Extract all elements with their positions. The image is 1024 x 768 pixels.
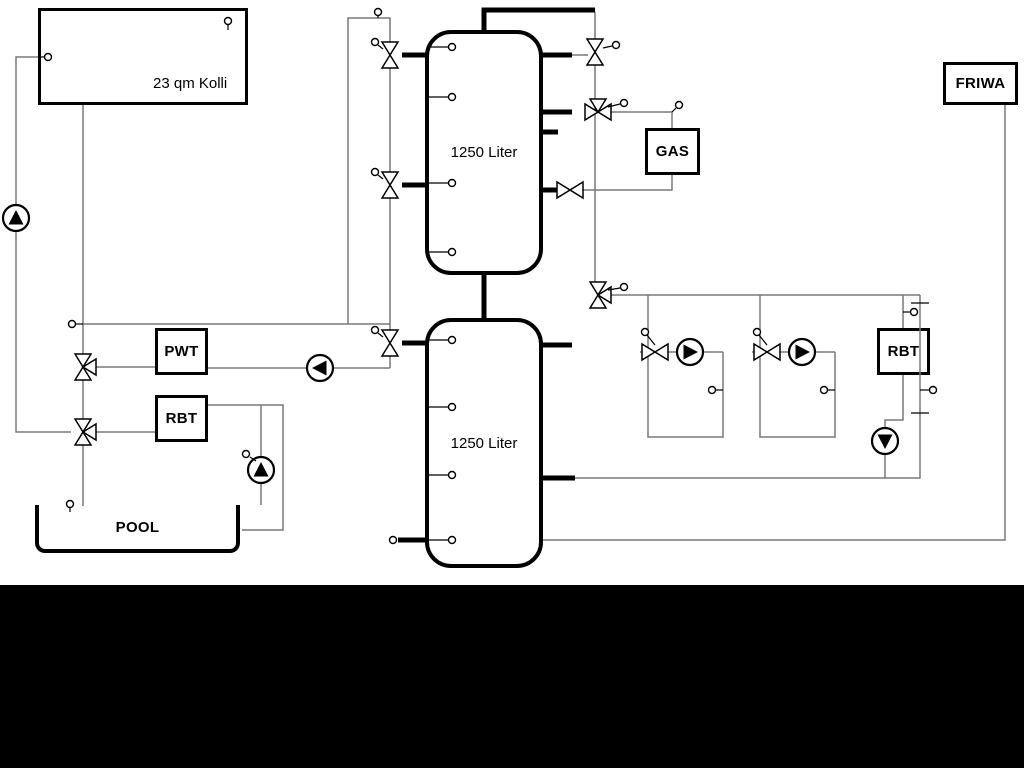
temp-sensor-icon — [607, 98, 629, 108]
temp-sensor-icon — [429, 335, 457, 345]
valve-icon — [381, 329, 399, 357]
pump-right-icon — [675, 337, 705, 367]
temp-sensor-icon — [65, 499, 75, 512]
temp-sensor-icon — [429, 42, 457, 52]
temp-sensor-icon — [370, 167, 384, 180]
pumps — [1, 203, 900, 485]
temp-sensor-icon — [429, 535, 457, 545]
temp-sensor-icon — [388, 535, 398, 545]
pool-label: POOL — [115, 518, 160, 536]
three-way-valve-icon — [589, 281, 612, 309]
temp-sensor-icon — [707, 385, 723, 395]
gas-boiler-box: GAS — [645, 128, 700, 175]
sensors — [38, 7, 938, 545]
motor-valve-icon — [640, 327, 669, 361]
rbt-pool-box: RBT — [155, 395, 208, 442]
temp-sensor-icon — [602, 40, 621, 50]
pump-down-icon — [870, 426, 900, 456]
collector-label: 23 qm Kolli — [153, 75, 228, 92]
rbt-pool-label: RBT — [165, 410, 198, 427]
valves — [74, 38, 781, 446]
valve-icon — [381, 41, 399, 69]
rbt-right-label: RBT — [887, 343, 920, 360]
diagram-canvas: 23 qm Kolli 1250 Liter 1250 Liter GAS FR… — [0, 0, 1024, 585]
temp-sensor-icon — [429, 92, 457, 102]
temp-sensor-icon — [373, 7, 383, 18]
temp-sensor-icon — [429, 402, 457, 412]
letterbox-bottom — [0, 585, 1024, 768]
pump-up-icon — [246, 455, 276, 485]
valve-icon — [381, 171, 399, 199]
solar-collector-box: 23 qm Kolli — [38, 8, 248, 105]
motor-valve-icon — [752, 327, 781, 361]
three-way-valve-icon — [584, 98, 612, 121]
pipes — [15, 12, 1006, 541]
friwa-label: FRIWA — [955, 75, 1006, 92]
buffer-tank-bottom: 1250 Liter — [425, 318, 543, 568]
friwa-box: FRIWA — [943, 62, 1018, 105]
pwt-label: PWT — [164, 343, 199, 360]
valve-icon — [586, 38, 604, 66]
temp-sensor-icon — [920, 385, 938, 395]
pwt-heat-exchanger-box: PWT — [155, 328, 208, 375]
temp-sensor-icon — [903, 307, 919, 317]
temp-sensor-icon — [67, 319, 83, 329]
temp-sensor-icon — [671, 100, 684, 113]
three-way-valve-icon — [74, 418, 97, 446]
pump-up-icon — [1, 203, 31, 233]
tank-bottom-label: 1250 Liter — [450, 434, 518, 452]
main-pipes — [398, 7, 595, 543]
temp-sensor-icon — [607, 282, 629, 292]
temp-sensor-icon — [223, 16, 233, 30]
temp-sensor-icon — [429, 470, 457, 480]
pool-basin: POOL — [35, 505, 240, 553]
tank-top-label: 1250 Liter — [450, 144, 518, 161]
three-way-valve-icon — [74, 353, 97, 381]
pipe-network — [1, 7, 1006, 545]
temp-sensor-icon — [370, 37, 384, 50]
pump-right-icon — [787, 337, 817, 367]
temp-sensor-icon — [38, 52, 53, 62]
temp-sensor-icon — [819, 385, 835, 395]
temp-sensor-icon — [429, 178, 457, 188]
temp-sensor-icon — [429, 247, 457, 257]
pump-left-icon — [305, 353, 335, 383]
valve-icon — [556, 181, 584, 199]
temp-sensor-icon — [241, 449, 257, 462]
gas-label: GAS — [655, 143, 690, 160]
temp-sensor-icon — [370, 325, 384, 338]
rbt-right-box: RBT — [877, 328, 930, 375]
